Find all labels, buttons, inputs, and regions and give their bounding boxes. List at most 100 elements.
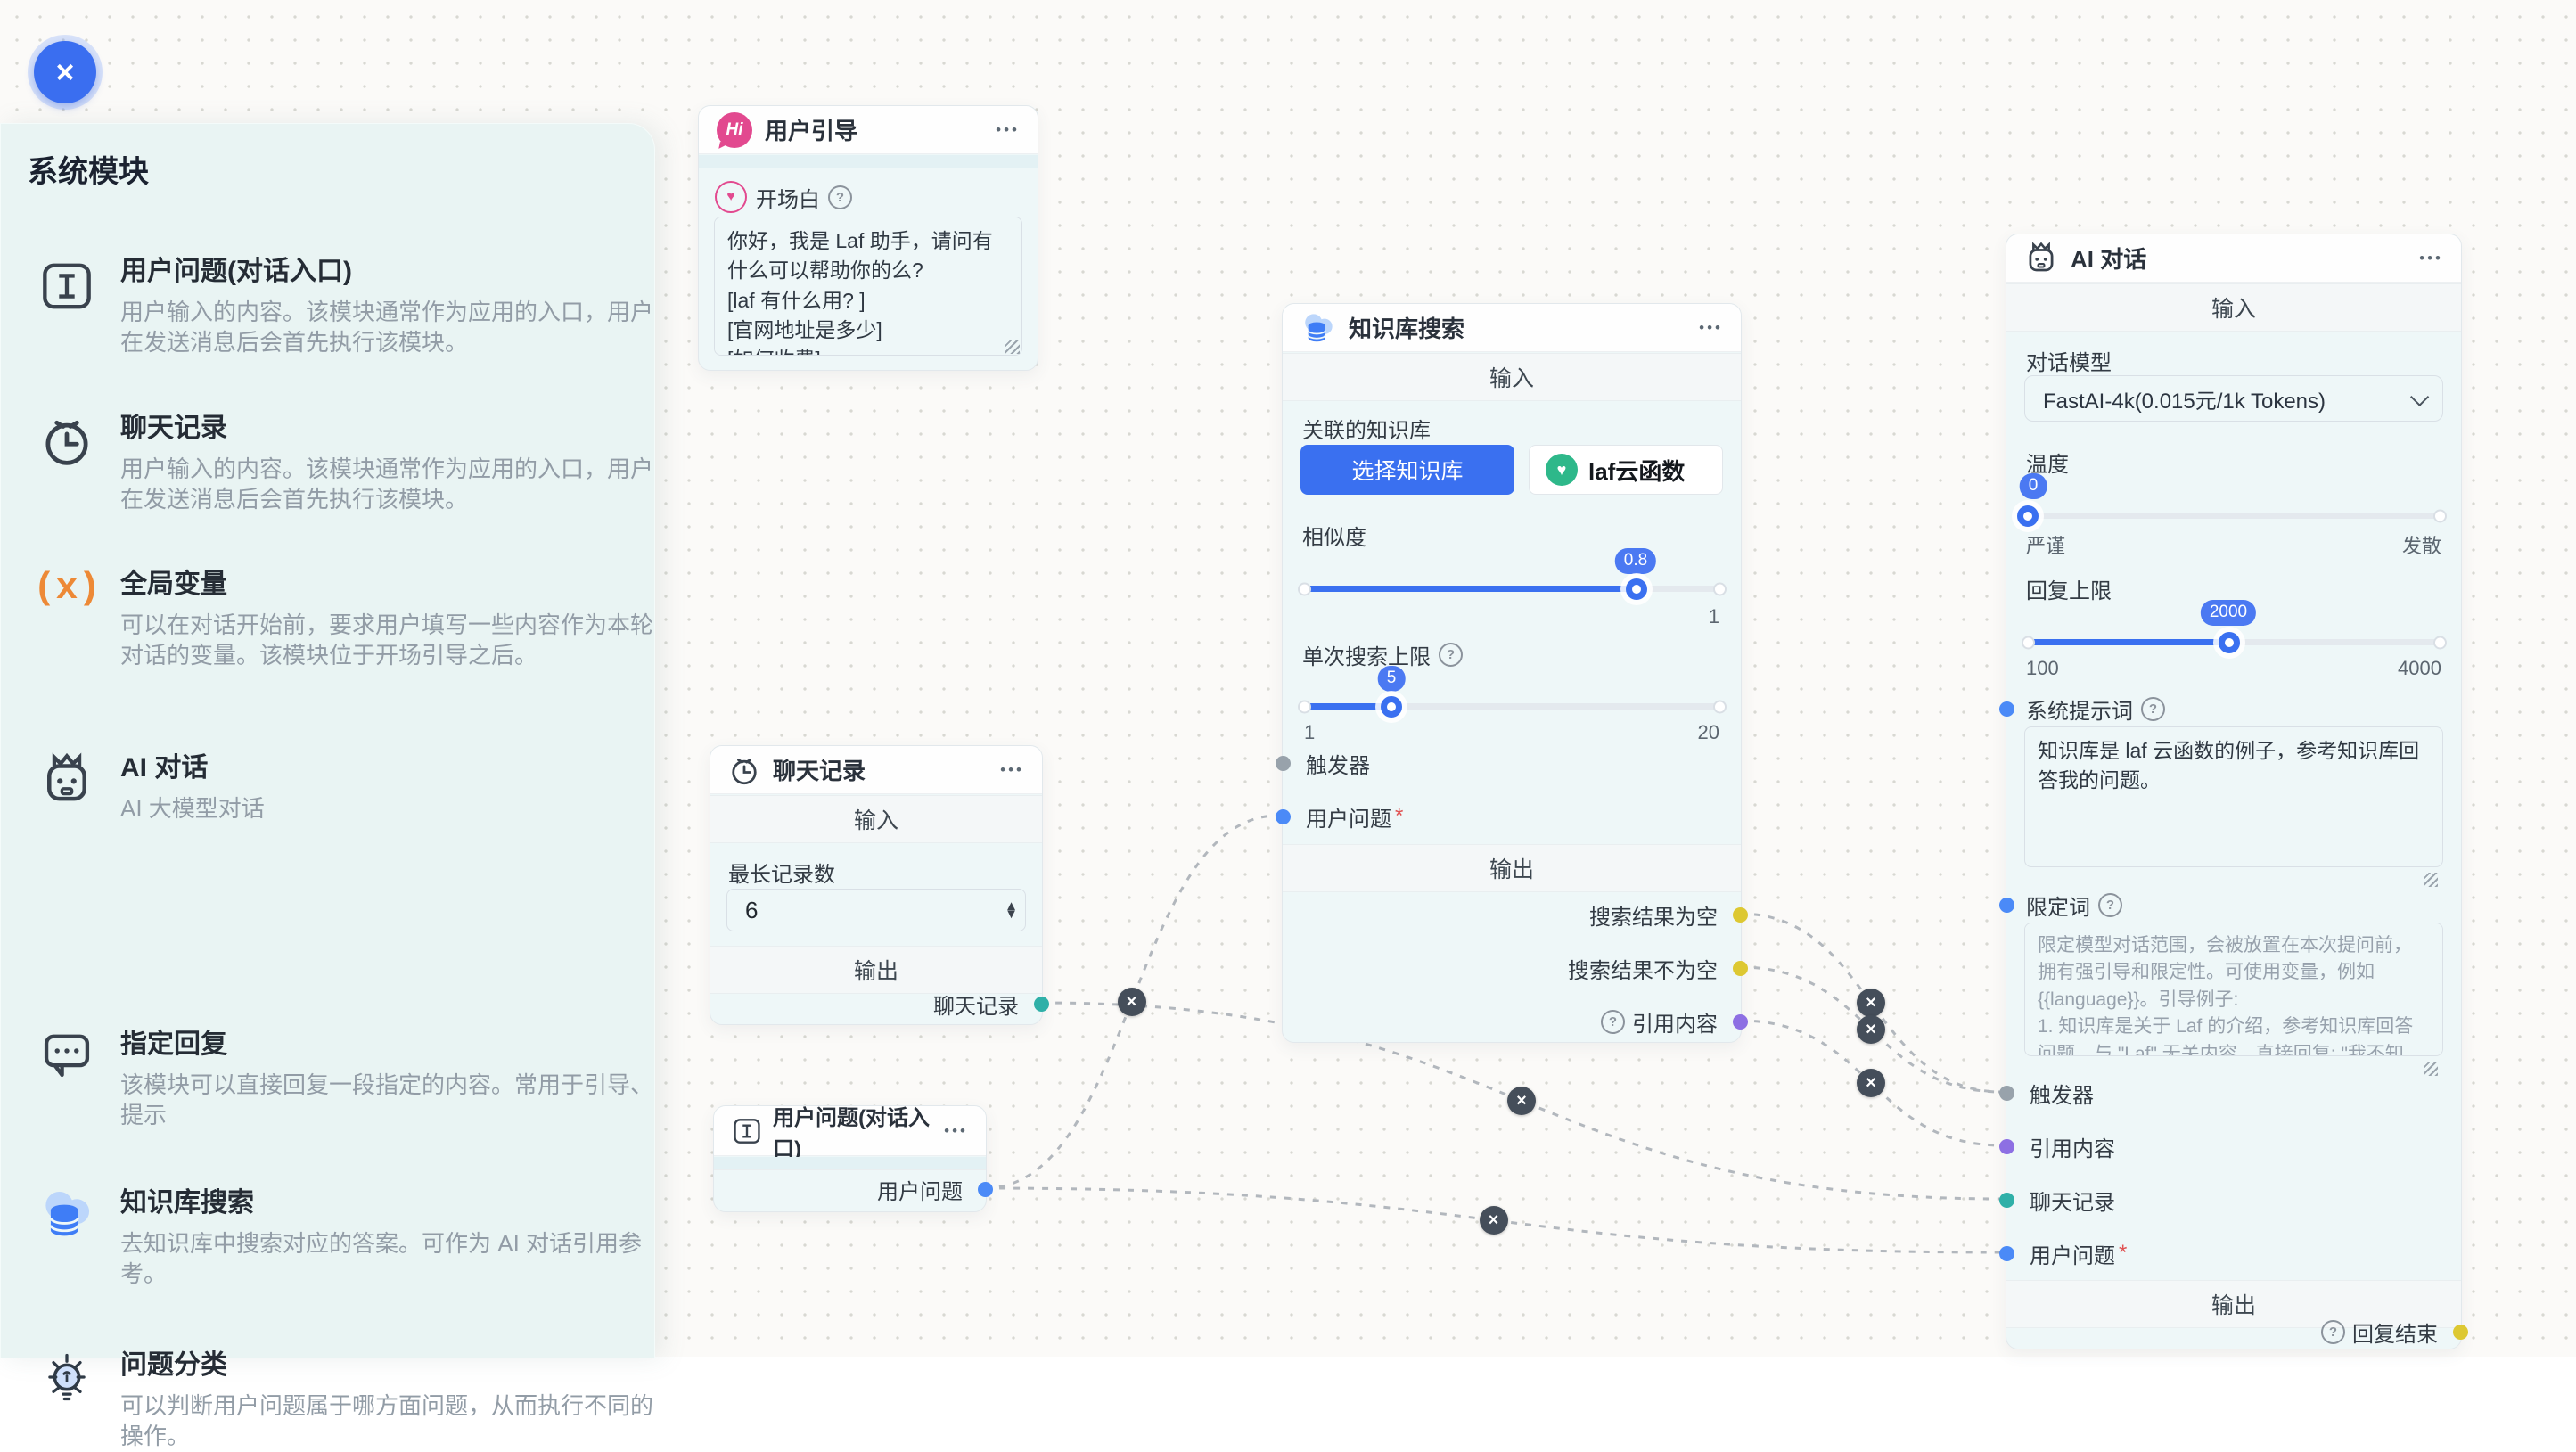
module-item-title: 聊天记录 <box>120 406 655 445</box>
edge-delete-button[interactable]: × <box>1480 1206 1508 1235</box>
welcome-textarea[interactable]: 你好，我是 Laf 助手，请问有什么可以帮助你的么? [laf 有什么用? ] … <box>714 217 1022 356</box>
select-kb-button[interactable]: 选择知识库 <box>1300 445 1514 495</box>
module-item-ai-chat[interactable]: AI 对话 AI 大模型对话 <box>1 745 654 824</box>
node-header[interactable]: Hi 用户引导 ••• <box>699 106 1038 154</box>
bulb-icon <box>35 1342 99 1452</box>
dataset-tag-label: laf云函数 <box>1588 454 1685 487</box>
search-limit-value-bubble: 5 <box>1378 666 1406 692</box>
search-limit-slider[interactable] <box>1304 703 1719 710</box>
port-dot[interactable] <box>1733 961 1748 976</box>
port-dot[interactable] <box>978 1182 993 1197</box>
module-item-assigned-reply[interactable]: 指定回复 该模块可以直接回复一段指定的内容。常用于引导、提示 <box>1 1021 654 1131</box>
temperature-value-bubble: 0 <box>2020 473 2047 499</box>
edge-delete-button[interactable]: × <box>1507 1087 1536 1115</box>
flow-canvas[interactable]: ×××××× × 系统模块 用户问题(对话入口) 用户输入的内容。该模块通常作为… <box>0 0 2576 1357</box>
edge-delete-button[interactable]: × <box>1857 1015 1885 1044</box>
node-menu-button[interactable]: ••• <box>1699 320 1723 335</box>
resize-handle[interactable] <box>1005 340 1020 354</box>
port-dot[interactable] <box>1733 907 1748 923</box>
port-dot[interactable] <box>1999 1139 2014 1154</box>
node-ai-chat[interactable]: AI 对话 ••• 输入 对话模型 FastAI-4k(0.015元/1k To… <box>2006 234 2462 1349</box>
port-dot[interactable] <box>1999 1086 2014 1101</box>
resize-handle[interactable] <box>2424 873 2438 887</box>
port-answer-end-out: ? 回复结束 <box>2006 1315 2461 1349</box>
input-section-header: 输入 <box>710 795 1042 843</box>
node-header[interactable]: 聊天记录 ••• <box>710 746 1042 794</box>
clock-icon <box>35 406 99 515</box>
welcome-heart-icon: ♥ <box>715 181 747 213</box>
help-icon[interactable]: ? <box>828 185 852 209</box>
node-user-guide[interactable]: Hi 用户引导 ••• ♥ 开场白 ? 你好，我是 Laf 助手，请问有什么可以… <box>698 105 1038 371</box>
help-icon[interactable]: ? <box>1439 643 1463 667</box>
model-select[interactable]: FastAI-4k(0.015元/1k Tokens) <box>2024 375 2443 422</box>
help-icon[interactable]: ? <box>2321 1320 2345 1344</box>
port-dot[interactable] <box>1999 898 2014 913</box>
node-title: 用户引导 <box>765 113 996 146</box>
model-value: FastAI-4k(0.015元/1k Tokens) <box>2043 383 2326 414</box>
reply-limit-slider[interactable] <box>2028 639 2440 645</box>
node-menu-button[interactable]: ••• <box>996 122 1020 137</box>
port-history-out: 聊天记录 <box>710 988 1042 1020</box>
node-menu-button[interactable]: ••• <box>944 1123 968 1138</box>
node-title: 知识库搜索 <box>1349 311 1699 344</box>
edge-delete-button[interactable]: × <box>1118 988 1146 1016</box>
slider-handle[interactable] <box>1381 696 1402 718</box>
reply-limit-label: 回复上限 <box>2026 573 2112 604</box>
port-dot[interactable] <box>1276 756 1291 771</box>
port-dot[interactable] <box>1276 809 1291 824</box>
node-menu-button[interactable]: ••• <box>2419 250 2443 266</box>
node-title: 用户问题(对话入口) <box>773 1100 944 1162</box>
slider-handle[interactable] <box>2219 632 2240 653</box>
port-dot[interactable] <box>1999 1246 2014 1261</box>
help-icon[interactable]: ? <box>2141 697 2165 721</box>
system-prompt-textarea[interactable]: 知识库是 laf 云函数的例子，参考知识库回答我的问题。 <box>2024 726 2443 867</box>
search-limit-min-label: 1 <box>1304 721 1315 744</box>
resize-handle[interactable] <box>2424 1062 2438 1076</box>
port-dot[interactable] <box>2453 1325 2468 1340</box>
node-kb-search[interactable]: 知识库搜索 ••• 输入 关联的知识库 选择知识库 ♥ laf云函数 相似度 0… <box>1282 303 1742 1043</box>
port-dot[interactable] <box>1034 997 1049 1012</box>
port-question-in: 用户问题* <box>1283 800 1741 833</box>
reply-limit-value-bubble: 2000 <box>2201 600 2256 626</box>
qualifier-textarea[interactable] <box>2024 923 2443 1056</box>
close-module-panel-button[interactable]: × <box>34 41 96 103</box>
input-section-header: 输入 <box>2006 283 2461 332</box>
node-title: AI 对话 <box>2071 242 2419 275</box>
robot-icon <box>35 745 99 824</box>
node-header[interactable]: AI 对话 ••• <box>2006 234 2461 283</box>
port-dot[interactable] <box>1733 1014 1748 1030</box>
number-stepper[interactable]: ▲▼ <box>1005 902 1018 919</box>
node-chat-history[interactable]: 聊天记录 ••• 输入 最长记录数 6 ▲▼ 输出 聊天记录 <box>710 745 1043 1025</box>
temperature-slider[interactable] <box>2028 513 2440 519</box>
temperature-max-label: 发散 <box>2402 530 2441 559</box>
kb-search-icon <box>1300 310 1336 346</box>
module-item-desc: 可以在对话开始前，要求用户填写一些内容作为本轮对话的变量。该模块位于开场引导之后… <box>120 610 655 671</box>
port-dot[interactable] <box>1999 701 2014 717</box>
module-item-question-classify[interactable]: 问题分类 可以判断用户问题属于哪方面问题，从而执行不同的操作。 <box>1 1342 654 1452</box>
node-user-question[interactable]: 用户问题(对话入口) ••• 用户问题 <box>713 1105 987 1212</box>
port-quote-in: 引用内容 <box>2006 1130 2461 1162</box>
dataset-tag-laf[interactable]: ♥ laf云函数 <box>1529 445 1723 495</box>
laf-dataset-icon: ♥ <box>1546 454 1578 486</box>
port-dot[interactable] <box>1999 1193 2014 1208</box>
similarity-slider[interactable] <box>1304 586 1719 592</box>
help-icon[interactable]: ? <box>2098 893 2122 917</box>
edge-delete-button[interactable]: × <box>1857 989 1885 1017</box>
module-item-user-question[interactable]: 用户问题(对话入口) 用户输入的内容。该模块通常作为应用的入口，用户在发送消息后… <box>1 249 654 358</box>
module-item-global-variable[interactable]: (x) 全局变量 可以在对话开始前，要求用户填写一些内容作为本轮对话的变量。该模… <box>1 562 654 671</box>
node-header[interactable]: 用户问题(对话入口) ••• <box>714 1106 986 1156</box>
module-item-kb-search[interactable]: 知识库搜索 去知识库中搜索对应的答案。可作为 AI 对话引用参考。 <box>1 1180 654 1290</box>
module-item-chat-history[interactable]: 聊天记录 用户输入的内容。该模块通常作为应用的入口，用户在发送消息后会首先执行该… <box>1 406 654 515</box>
chevron-down-icon <box>2410 387 2429 406</box>
slider-handle[interactable] <box>2017 505 2039 527</box>
input-section-header: 输入 <box>1283 353 1741 401</box>
module-item-title: 指定回复 <box>120 1021 655 1061</box>
help-icon[interactable]: ? <box>1601 1010 1625 1034</box>
port-quote-out: ? 引用内容 <box>1283 1005 1741 1038</box>
port-question-out: 用户问题 <box>714 1173 986 1205</box>
max-records-input[interactable]: 6 ▲▼ <box>726 889 1026 931</box>
slider-handle[interactable] <box>1626 578 1647 600</box>
node-header[interactable]: 知识库搜索 ••• <box>1283 304 1741 352</box>
node-menu-button[interactable]: ••• <box>1000 762 1024 777</box>
edge-delete-button[interactable]: × <box>1857 1069 1885 1097</box>
